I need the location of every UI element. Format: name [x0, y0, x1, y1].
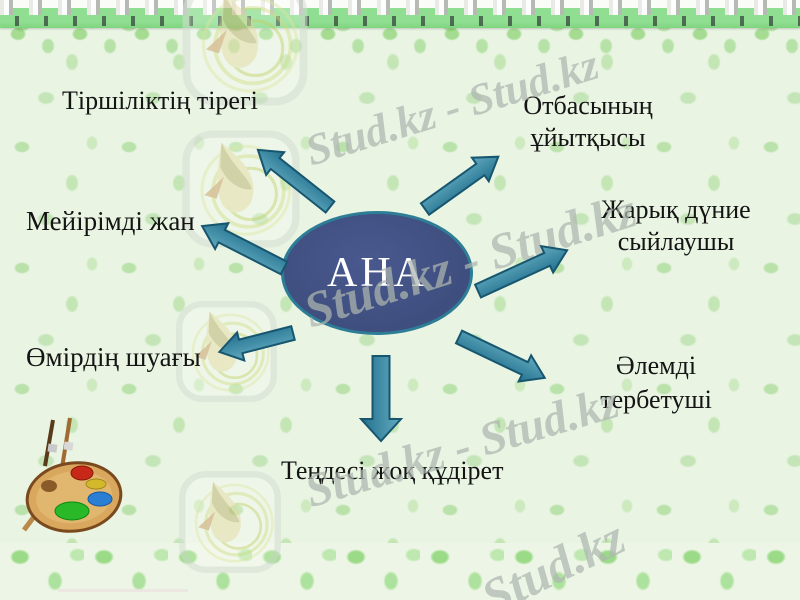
- center-node-label: АНА: [327, 250, 427, 296]
- branch-label-tendesi: Теңдесі жоқ құдірет: [281, 456, 504, 485]
- leaf-strip-top: [0, 24, 800, 56]
- arrow-to-otbasy: [419, 155, 500, 217]
- branch-label-alemdi: Әлемді тербетуші: [600, 351, 712, 414]
- branch-label-otbasy: Отбасының ұйытқысы: [523, 91, 653, 152]
- arrow-to-tirshilik: [256, 148, 336, 214]
- paint-palette-icon: [22, 417, 123, 533]
- branch-label-zharyk: Жарық дүние сыйлаушы: [601, 195, 751, 256]
- arrow-to-meyirimdi: [200, 222, 289, 276]
- branch-label-omirdin: Өмірдің шуағы: [26, 342, 201, 372]
- diagram-center-node: АНА: [281, 211, 473, 335]
- arrow-to-tendesi: [358, 355, 404, 443]
- arrow-to-zharyk: [473, 244, 569, 299]
- branch-label-meyirimdi: Мейірімді жан: [26, 206, 195, 236]
- bottom-divider-line: [58, 589, 188, 592]
- branch-label-tirshilik: Тіршіліктің тірегі: [62, 86, 258, 115]
- notebook-binding-icon: [0, 0, 800, 28]
- arrow-to-omirdin: [217, 325, 296, 363]
- arrow-to-alemdi: [454, 329, 547, 383]
